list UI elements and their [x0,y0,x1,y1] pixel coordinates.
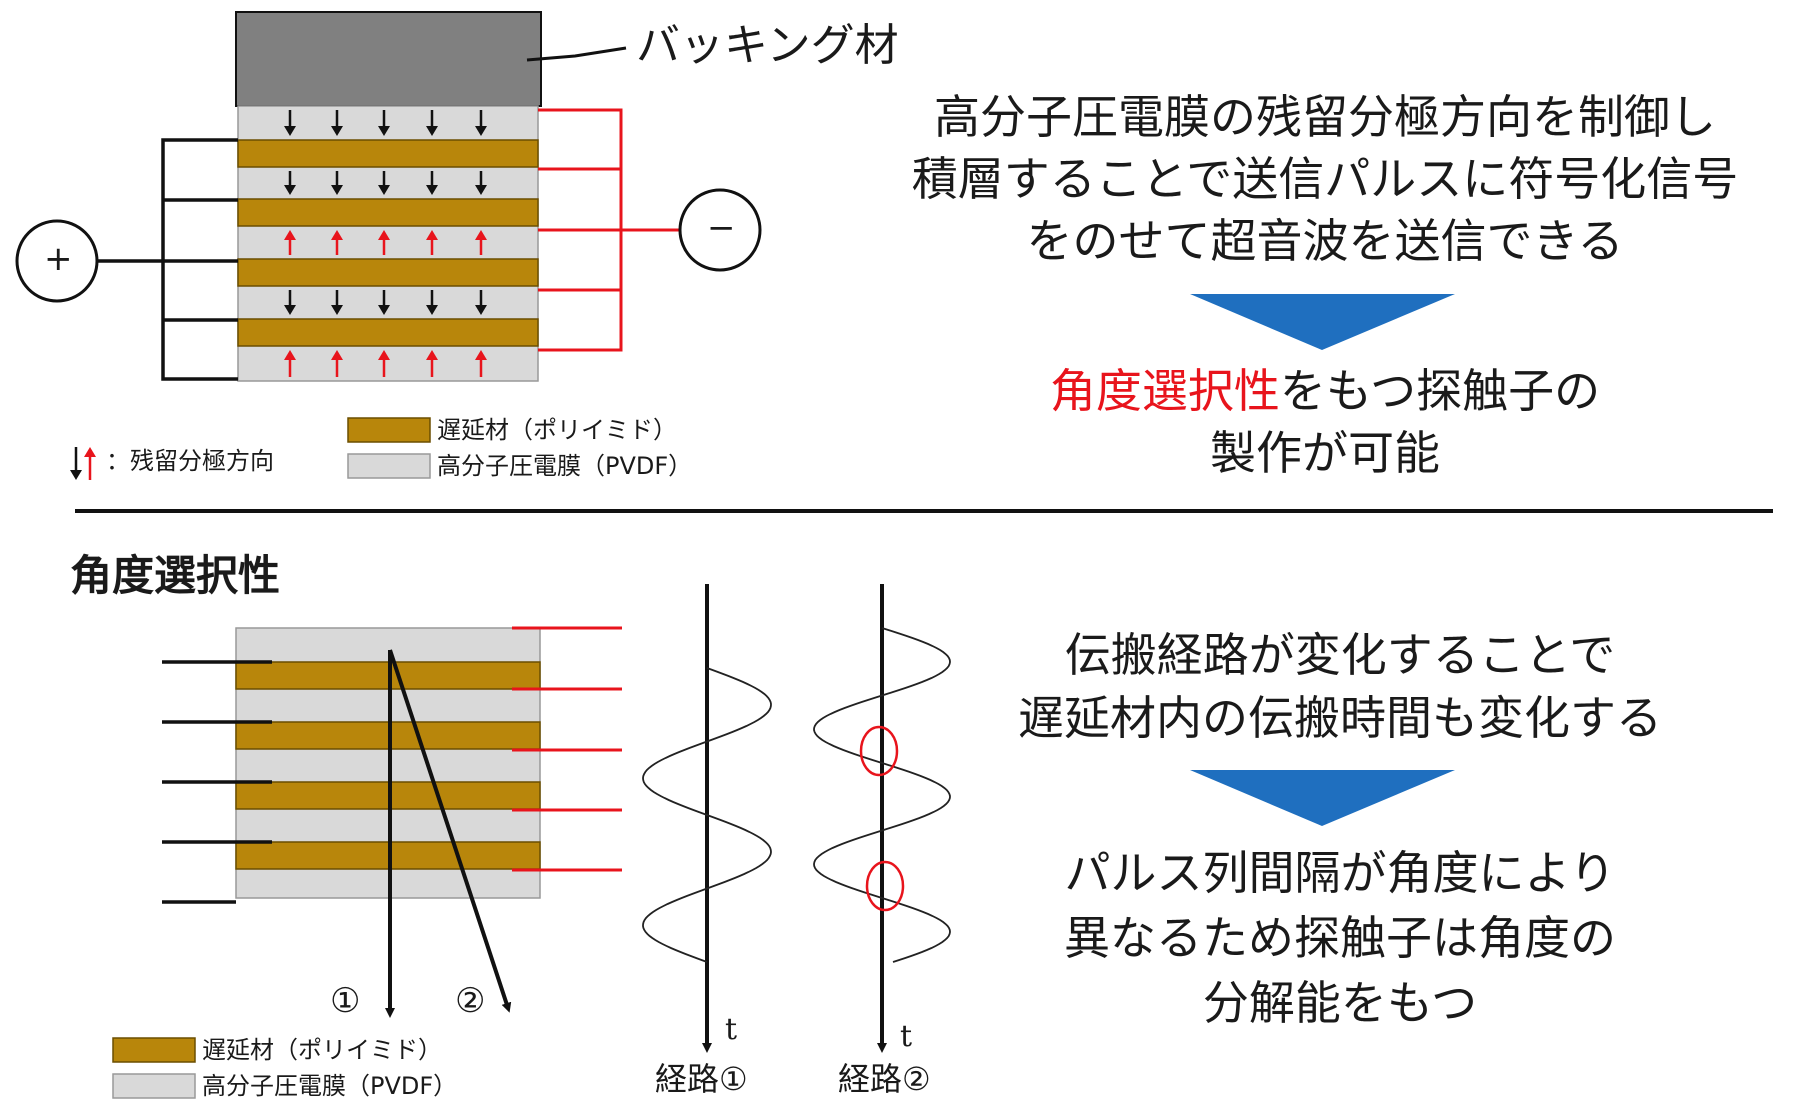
backing-label: バッキング材 [636,20,899,71]
polarization-arrow-head [378,350,390,360]
minus-terminal [678,188,762,272]
polarization-arrow-head [331,305,343,315]
waveform-path-2 [813,627,951,963]
polarization-arrow-head [426,305,438,315]
top-text-line-2: 積層することで送信パルスに符号化信号 [911,152,1739,206]
legend-pvdf-label: 高分子圧電膜（PVDF） [437,452,693,480]
backing-leader-line [526,46,627,62]
polarization-arrow-head [378,185,390,195]
polarization-arrow-head [331,230,343,240]
top-legend-pvdf-swatch [347,453,431,479]
polarization-arrow-head [284,305,296,315]
blue-down-arrow-bottom [1190,770,1455,826]
polarization-arrow-head [284,350,296,360]
plus-terminal [15,219,99,303]
path-2-label: ② [455,981,486,1021]
polarization-arrow-head [331,350,343,360]
top-delay-layer [237,318,539,347]
polarization-arrow-head [426,350,438,360]
polarization-arrows [284,110,487,377]
plus-electrode-wiring [96,138,238,381]
top-legend-delay-swatch [347,417,431,443]
bottom-result-line-2: 異なるため探触子は角度の [1064,911,1616,965]
polarization-arrow-head [475,350,487,360]
blue-down-arrow-top [1190,294,1455,350]
bottom-result-line-1: パルス列間隔が角度により [1064,846,1616,900]
plus-symbol: + [44,239,73,279]
legend-delay-label: 遅延材（ポリイミド） [437,416,677,444]
time-label-path-2: t [900,1019,913,1054]
path-1-caption: 経路① [655,1060,748,1098]
top-legend-polarization-symbol [70,447,96,480]
polarization-arrow-head [475,305,487,315]
bottom-legend-pvdf-label: 高分子圧電膜（PVDF） [202,1072,458,1100]
top-text-line-1: 高分子圧電膜の残留分極方向を制御し [934,90,1716,144]
bottom-legend-delay-swatch [112,1037,196,1063]
polarization-arrow-head [426,230,438,240]
path-2-arrow [388,649,512,1013]
top-conclusion-line-2: 製作が可能 [1210,426,1440,480]
waveform-path-1 [642,667,772,963]
conclusion-rest: をもつ探触子の [1279,364,1601,418]
top-stack [15,11,762,480]
polarization-arrow-head [475,126,487,136]
polarization-arrow-head [426,126,438,136]
bottom-black-electrodes [162,660,272,904]
polarization-arrow-head [284,185,296,195]
top-delay-layer [237,139,539,168]
legend-polarization-label: ：残留分極方向 [106,447,274,475]
minus-symbol: − [707,208,736,248]
top-text-line-3: をのせて超音波を送信できる [1026,214,1624,268]
top-conclusion-line-1: 角度選択性をもつ探触子の [840,368,1810,414]
polarization-arrow-head [331,126,343,136]
bottom-stack [112,626,622,1099]
bottom-red-electrodes [512,626,622,872]
bottom-text-line-1: 伝搬経路が変化することで [1064,628,1616,682]
bottom-text-line-2: 遅延材内の伝搬時間も変化する [1018,691,1662,745]
polarization-arrow-head [331,185,343,195]
polarization-arrow-head [284,126,296,136]
path-1-label: ① [330,981,361,1021]
polarization-arrow-head [378,305,390,315]
bottom-result-line-3: 分解能をもつ [1202,976,1478,1030]
polarization-arrow-head [426,185,438,195]
path-2-caption: 経路② [838,1060,931,1098]
polarization-arrow-head [475,185,487,195]
bottom-legend-pvdf-swatch [112,1073,196,1099]
bottom-section-title: 角度選択性 [70,551,281,600]
minus-electrode-wiring [538,108,680,352]
backing-block [235,11,542,107]
top-delay-layer [237,198,539,227]
bottom-legend-delay-label: 遅延材（ポリイミド） [202,1036,442,1064]
polarization-arrow-head [378,230,390,240]
polarization-arrow-head [378,126,390,136]
top-delay-layer [237,258,539,287]
time-label-path-1: t [725,1012,738,1047]
polarization-arrow-head [284,230,296,240]
polarization-arrow-head [475,230,487,240]
overlap-marker [865,860,905,912]
conclusion-highlight: 角度選択性 [1049,364,1280,418]
overlap-marker [859,725,899,777]
